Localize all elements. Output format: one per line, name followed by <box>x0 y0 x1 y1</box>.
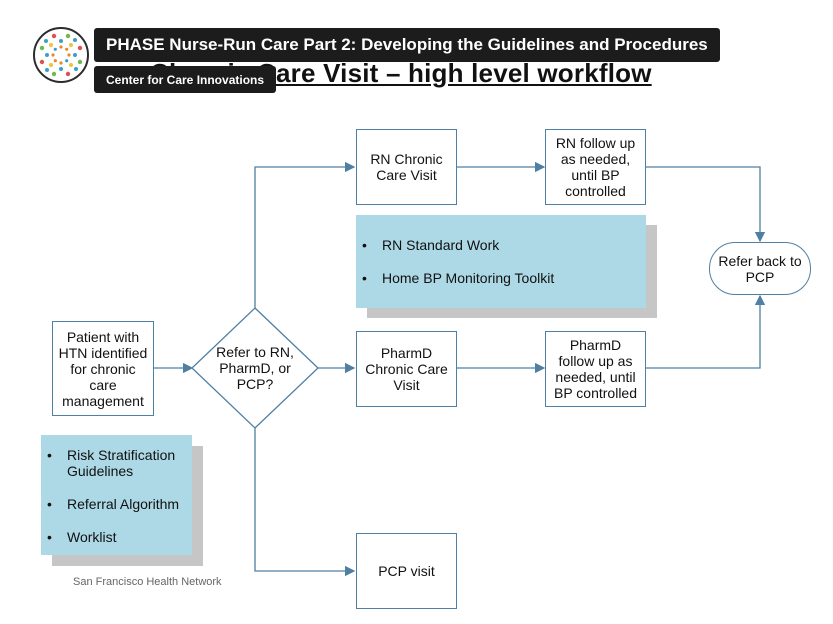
rn-chronic-care-visit-box: RN Chronic Care Visit <box>356 129 457 205</box>
rn-tools-note: RN Standard Work Home BP Monitoring Tool… <box>356 215 646 308</box>
pharmd-follow-up-box: PharmD follow up as needed, until BP con… <box>545 331 646 407</box>
pcp-visit-box: PCP visit <box>356 533 457 609</box>
triage-tools-item: Referral Algorithm <box>41 496 192 512</box>
pharmd-chronic-care-visit-box: PharmD Chronic Care Visit <box>356 331 457 407</box>
decision-diamond <box>191 307 319 429</box>
refer-back-to-pcp-box: Refer back to PCP <box>709 242 811 295</box>
triage-tools-item: Risk Stratification Guidelines <box>41 447 192 479</box>
rn-follow-up-box: RN follow up as needed, until BP control… <box>545 129 646 205</box>
video-title[interactable]: PHASE Nurse-Run Care Part 2: Developing … <box>94 28 720 62</box>
triage-tools-item: Worklist <box>41 529 192 545</box>
slide-footer: San Francisco Health Network <box>73 576 222 588</box>
channel-name[interactable]: Center for Care Innovations <box>94 66 277 93</box>
decision-label: Refer to RN, PharmD, or PCP? <box>216 344 294 392</box>
patient-box: Patient with HTN identified for chronic … <box>52 321 154 416</box>
channel-avatar[interactable] <box>33 27 89 83</box>
rn-tools-item: Home BP Monitoring Toolkit <box>356 270 646 286</box>
sunburst-dots-logo-icon <box>39 33 83 77</box>
rn-tools-item: RN Standard Work <box>356 237 646 253</box>
triage-tools-note: Risk Stratification Guidelines Referral … <box>41 435 192 555</box>
